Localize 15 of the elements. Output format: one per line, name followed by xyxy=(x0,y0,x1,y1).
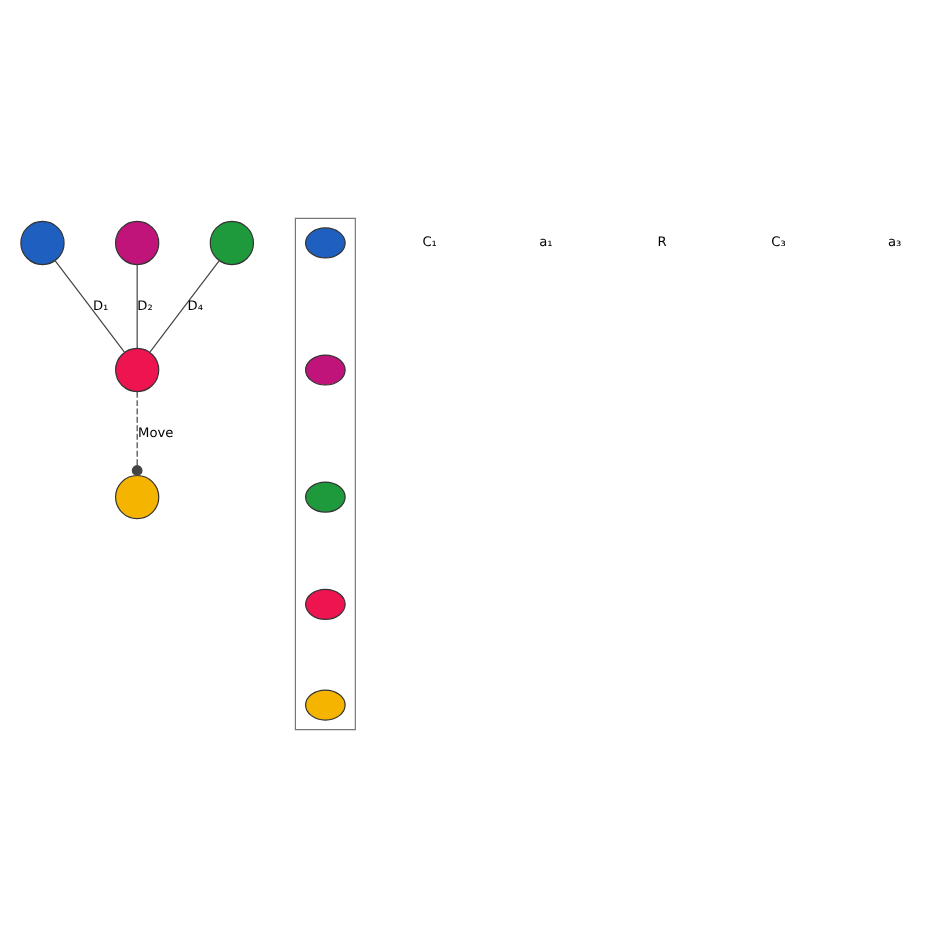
node-circle xyxy=(305,689,346,721)
node-circle xyxy=(115,347,160,393)
connector xyxy=(149,260,220,353)
node-circle xyxy=(209,220,255,266)
cluster xyxy=(294,217,356,731)
node-circle xyxy=(115,220,160,266)
node-circle xyxy=(305,227,346,259)
node-circle xyxy=(305,354,346,386)
node-circle xyxy=(305,481,346,513)
connector xyxy=(136,264,138,349)
node-circle xyxy=(115,474,160,520)
connector xyxy=(54,260,126,353)
connector xyxy=(131,391,143,476)
node-circle xyxy=(20,220,65,266)
node-circle xyxy=(305,588,346,620)
